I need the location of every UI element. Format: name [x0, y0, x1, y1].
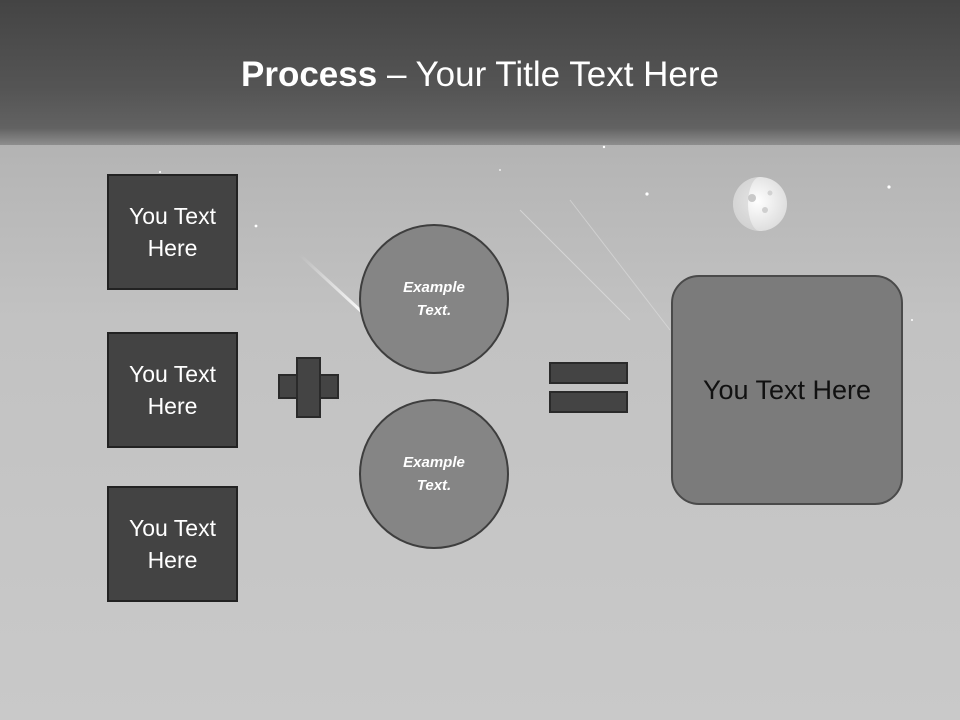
title-bar: Process – Your Title Text Here: [0, 0, 960, 145]
stars: [159, 145, 913, 321]
example-circle-1[interactable]: Example Text.: [359, 224, 509, 374]
example-circle-1-label: Example Text.: [403, 279, 465, 319]
result-box[interactable]: You Text Here: [671, 275, 903, 505]
example-circle-2-label: Example Text.: [403, 454, 465, 494]
input-box-3[interactable]: You Text Here: [107, 486, 238, 602]
input-box-2[interactable]: You Text Here: [107, 332, 238, 448]
plus-center: [298, 376, 319, 397]
light-trail: [519, 209, 631, 321]
title-bold: Process: [241, 55, 378, 94]
equals-bottom-bar: [549, 391, 628, 413]
light-trail-2: [569, 199, 671, 331]
equals-top-bar: [549, 362, 628, 384]
moon-icon: [733, 177, 787, 231]
input-box-1[interactable]: You Text Here: [107, 174, 238, 290]
example-circle-2[interactable]: Example Text.: [359, 399, 509, 549]
title-rest: – Your Title Text Here: [377, 55, 719, 94]
slide-title: Process – Your Title Text Here: [0, 52, 960, 98]
shooting-star-icon: [298, 253, 364, 314]
